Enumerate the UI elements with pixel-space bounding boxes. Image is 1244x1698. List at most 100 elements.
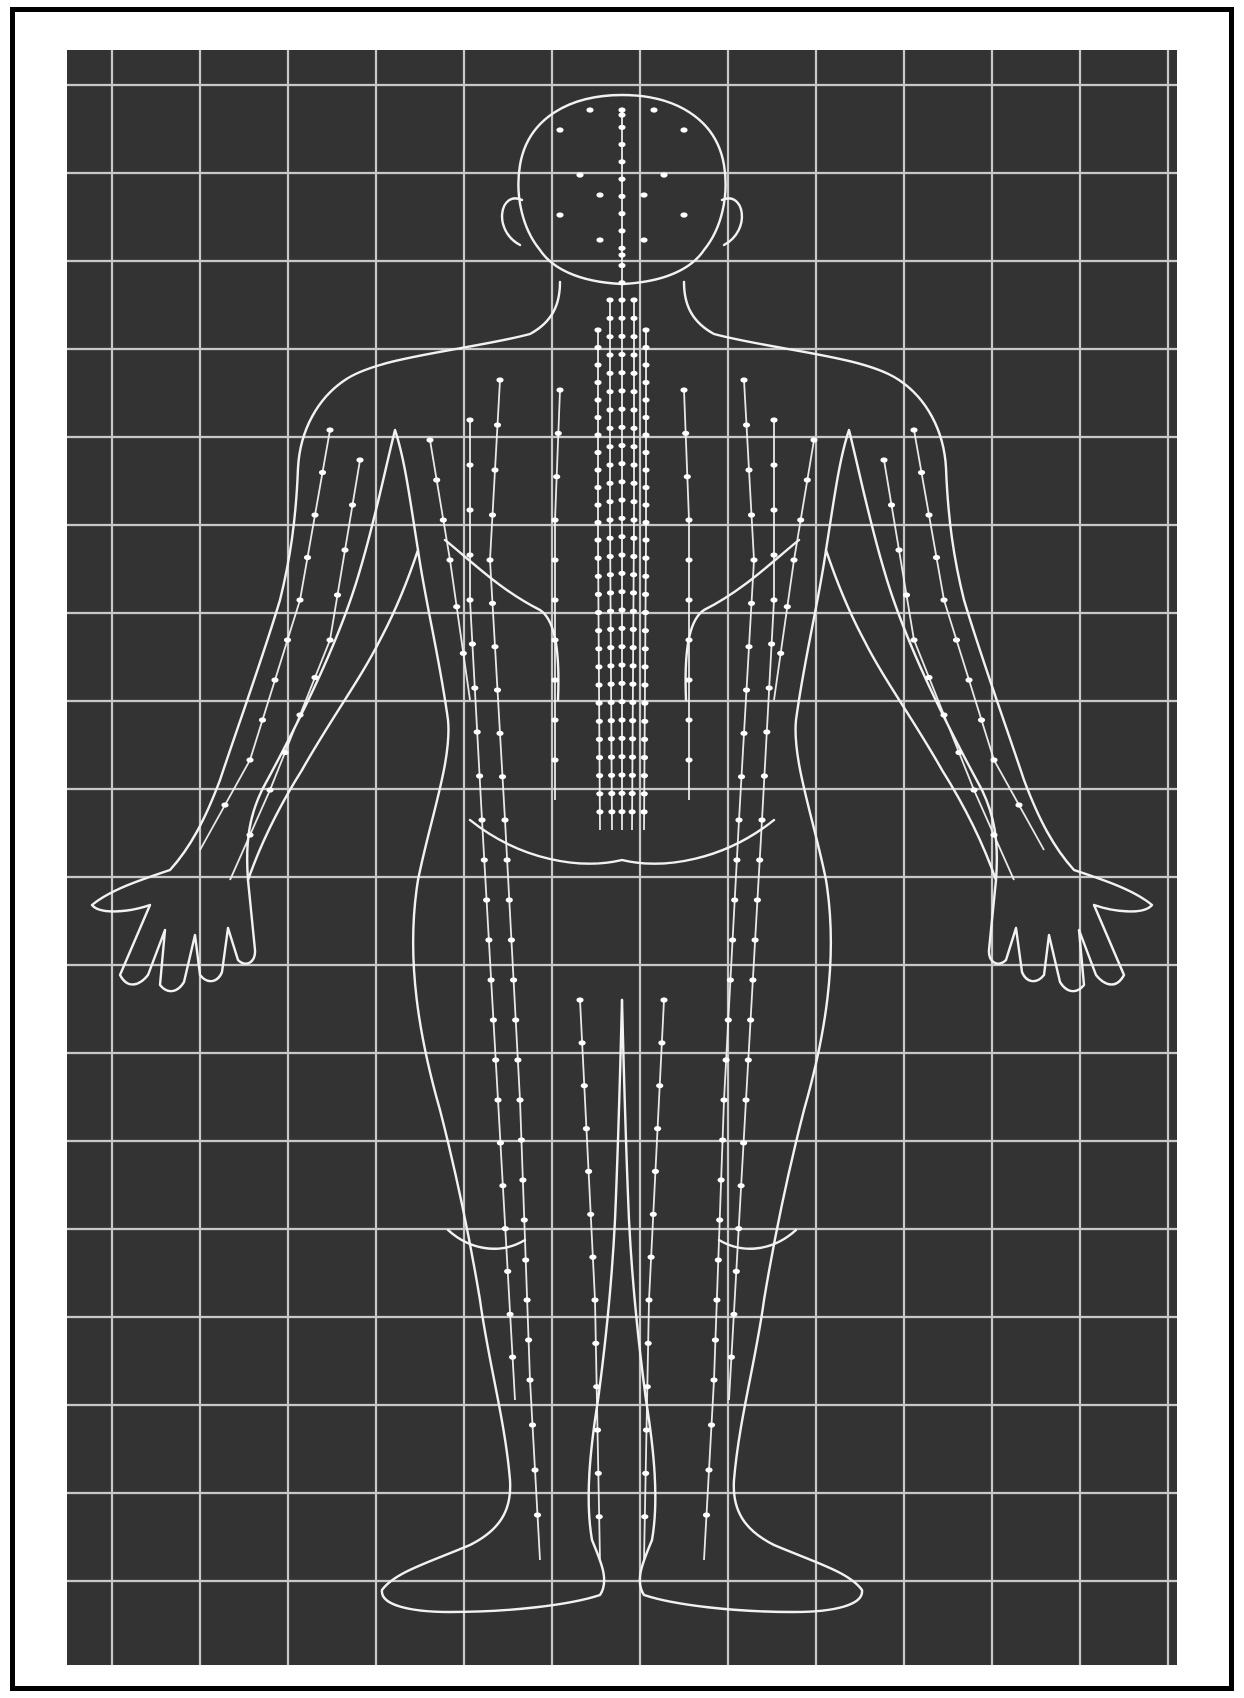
acupoint bbox=[630, 426, 637, 431]
acupoint bbox=[743, 687, 750, 692]
acupoint bbox=[990, 832, 997, 837]
acupoint bbox=[738, 1183, 745, 1188]
acupoint bbox=[641, 737, 648, 742]
acupoint bbox=[460, 651, 467, 656]
acupoint bbox=[754, 897, 761, 902]
acupoint bbox=[556, 387, 563, 392]
acupoint bbox=[469, 641, 476, 646]
acupoint bbox=[531, 1467, 538, 1472]
acupoint bbox=[642, 556, 649, 561]
acupoint bbox=[888, 502, 895, 507]
acupoint bbox=[618, 388, 625, 393]
acupoint bbox=[453, 604, 460, 609]
acupoint bbox=[606, 444, 613, 449]
acupoint bbox=[478, 817, 485, 822]
acupoint bbox=[618, 211, 625, 216]
acupoint bbox=[551, 757, 558, 762]
acupoint bbox=[594, 467, 601, 472]
acupoint bbox=[608, 682, 615, 687]
acupoint bbox=[506, 897, 513, 902]
acupoint bbox=[630, 481, 637, 486]
acupoint bbox=[618, 177, 625, 182]
acupoint bbox=[965, 677, 972, 682]
acupoint bbox=[953, 637, 960, 642]
acupoint bbox=[618, 607, 625, 612]
acupoint bbox=[680, 127, 687, 132]
acupoint bbox=[630, 590, 637, 595]
acupoint bbox=[594, 397, 601, 402]
acupoint bbox=[594, 362, 601, 367]
acupoint bbox=[725, 1017, 732, 1022]
acupoint bbox=[728, 1355, 735, 1360]
acupoint bbox=[334, 592, 341, 597]
acupoint bbox=[630, 609, 637, 614]
acupoint bbox=[510, 977, 517, 982]
acupoint bbox=[491, 467, 498, 472]
acupoint bbox=[903, 592, 910, 597]
acupoint bbox=[770, 597, 777, 602]
acupoint bbox=[618, 681, 625, 686]
acupoint bbox=[740, 1140, 747, 1145]
acupoint bbox=[606, 517, 613, 522]
acupoint bbox=[747, 1017, 754, 1022]
acupoint bbox=[618, 772, 625, 777]
acupoint bbox=[607, 590, 614, 595]
acupoint bbox=[618, 479, 625, 484]
acupoint bbox=[770, 507, 777, 512]
acupoint bbox=[596, 809, 603, 814]
acupoint bbox=[618, 809, 625, 814]
acupoint bbox=[642, 450, 649, 455]
acupoint bbox=[595, 574, 602, 579]
acupoint bbox=[618, 754, 625, 759]
acupoint bbox=[606, 371, 613, 376]
acupoint bbox=[642, 520, 649, 525]
acupoint bbox=[592, 1341, 599, 1346]
acupoint bbox=[483, 897, 490, 902]
acupoint bbox=[629, 773, 636, 778]
acupoint bbox=[770, 462, 777, 467]
acupoint bbox=[742, 1097, 749, 1102]
acupoint bbox=[618, 107, 625, 112]
acupoint bbox=[770, 417, 777, 422]
acupoint bbox=[581, 1083, 588, 1088]
acupoint bbox=[641, 682, 648, 687]
acupoint bbox=[608, 809, 615, 814]
acupoint bbox=[618, 791, 625, 796]
acupoint bbox=[607, 609, 614, 614]
acupoint bbox=[259, 717, 266, 722]
acupoint bbox=[630, 444, 637, 449]
acupoint bbox=[326, 637, 333, 642]
acupoint bbox=[304, 555, 311, 560]
acupoint bbox=[642, 574, 649, 579]
acupoint bbox=[618, 552, 625, 557]
acupoint bbox=[656, 1083, 663, 1088]
acupoint bbox=[680, 387, 687, 392]
acupoint bbox=[630, 316, 637, 321]
acupoint bbox=[551, 557, 558, 562]
acupoint bbox=[933, 555, 940, 560]
acupoint bbox=[918, 470, 925, 475]
acupoint bbox=[745, 1057, 752, 1062]
acupoint bbox=[719, 1137, 726, 1142]
acupoint bbox=[607, 554, 614, 559]
acupoint bbox=[680, 212, 687, 217]
acupoint bbox=[630, 499, 637, 504]
acupoint bbox=[595, 556, 602, 561]
acupoint bbox=[486, 557, 493, 562]
acupoint bbox=[492, 1057, 499, 1062]
acupoint bbox=[594, 345, 601, 350]
acupoint bbox=[606, 316, 613, 321]
acupoint bbox=[642, 485, 649, 490]
acupoint bbox=[606, 462, 613, 467]
acupoint bbox=[595, 628, 602, 633]
acupoint bbox=[618, 112, 625, 117]
acupoint bbox=[618, 297, 625, 302]
acupoint bbox=[508, 937, 515, 942]
acupoint bbox=[596, 737, 603, 742]
acupoint bbox=[729, 937, 736, 942]
acupoint bbox=[606, 481, 613, 486]
acupoint bbox=[326, 427, 333, 432]
acupoint bbox=[790, 557, 797, 562]
acupoint bbox=[685, 717, 692, 722]
acupoint bbox=[534, 1512, 541, 1517]
